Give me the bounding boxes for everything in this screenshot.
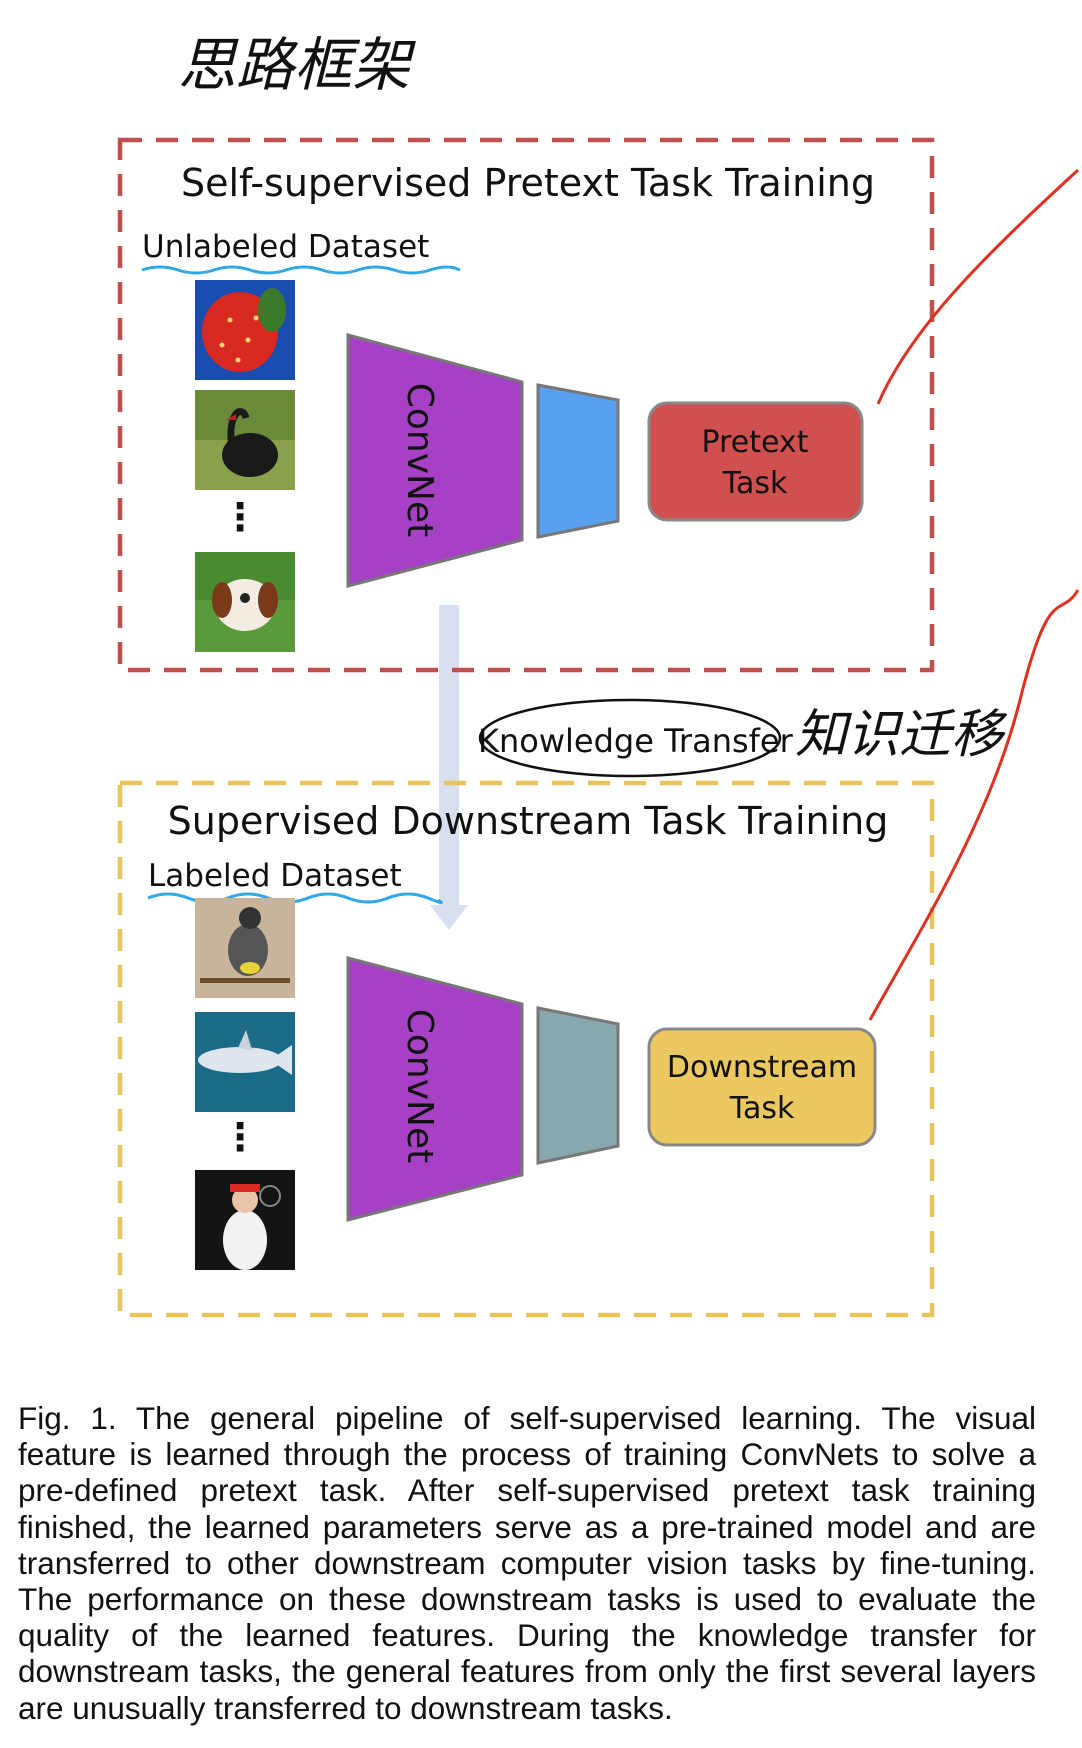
pretext-convnet-label: ConvNet	[399, 383, 440, 537]
bottom-ellipsis: ⋮	[221, 1115, 259, 1159]
downstream-head-block	[536, 1006, 620, 1165]
downstream-task-label-line1: Downstream	[667, 1050, 857, 1085]
unlabeled-underline-annotation	[141, 265, 461, 275]
bird-image	[195, 898, 295, 998]
knowledge-transfer-label: Knowledge Transfer	[478, 722, 794, 760]
handwritten-title: 思路框架	[178, 31, 416, 99]
red-annotation-line-bottom	[868, 589, 1080, 1021]
shark-image	[195, 1012, 295, 1112]
downstream-convnet-block	[346, 956, 524, 1222]
downstream-section-title: Supervised Downstream Task Training	[168, 799, 889, 843]
black-swan-image	[195, 390, 295, 490]
pretext-section-border	[117, 137, 935, 673]
strawberry-image	[195, 280, 295, 380]
downstream-task-label-line2: Task	[729, 1091, 795, 1126]
handwritten-note: 知识迁移	[795, 705, 1008, 765]
pretext-task-box	[647, 401, 864, 522]
tennis-player-image	[195, 1170, 295, 1270]
transfer-circle-annotation	[478, 698, 782, 778]
pretext-task-label-line1: Pretext	[702, 425, 809, 460]
figure-caption: Fig. 1. The general pipeline of self-sup…	[18, 1400, 1036, 1726]
transfer-arrow	[430, 605, 468, 930]
dog-image	[195, 552, 295, 652]
pretext-task-label-line2: Task	[722, 466, 788, 501]
handwritten-title-text: 思路框架	[178, 31, 416, 99]
pretext-head-block	[536, 383, 620, 539]
downstream-task-box	[647, 1027, 877, 1147]
pretext-convnet-block	[346, 333, 524, 588]
red-annotation-line-top	[876, 168, 1080, 405]
downstream-convnet-label: ConvNet	[399, 1009, 440, 1163]
top-ellipsis: ⋮	[221, 495, 259, 539]
labeled-dataset-label: Labeled Dataset	[148, 858, 402, 894]
pretext-section-title: Self-supervised Pretext Task Training	[181, 161, 875, 205]
unlabeled-dataset-label: Unlabeled Dataset	[142, 229, 429, 265]
downstream-section-border	[117, 780, 935, 1318]
